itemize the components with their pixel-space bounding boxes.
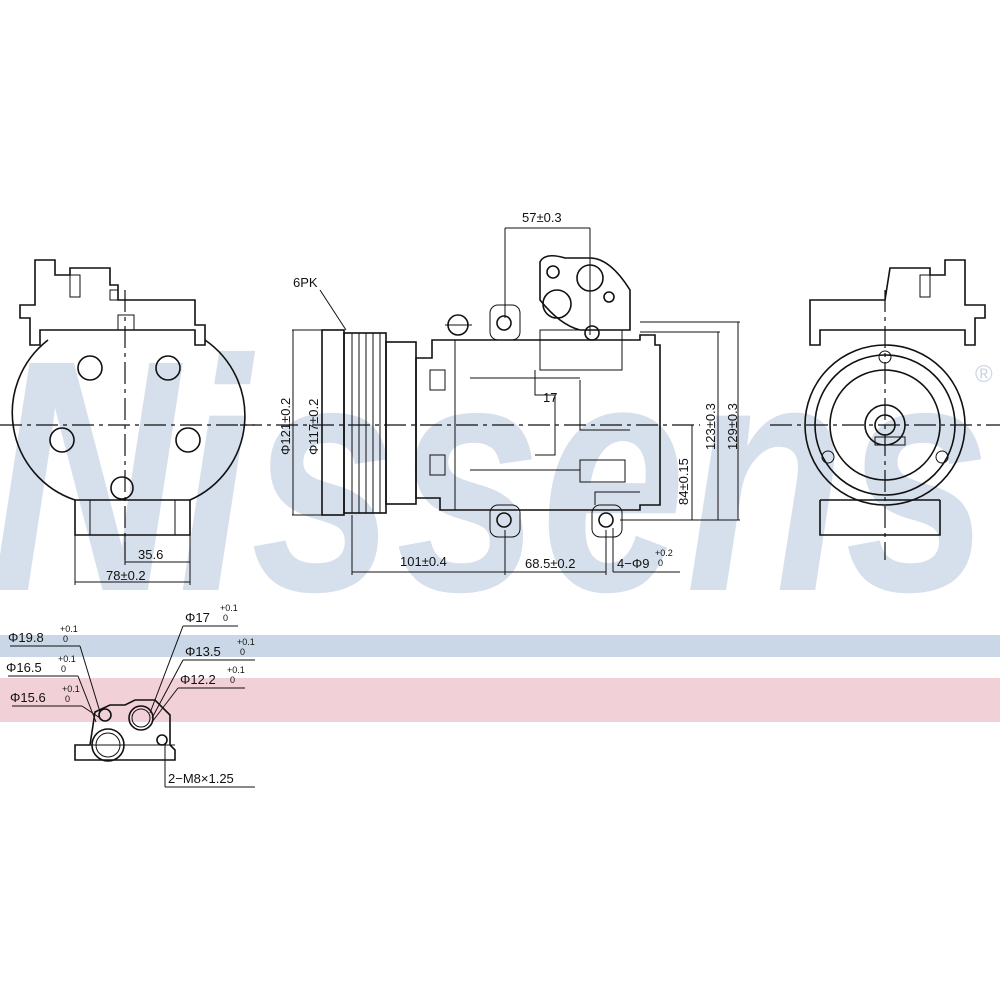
tol-top-phi9: +0.2 <box>655 548 673 558</box>
marker-17: 17 <box>543 390 557 405</box>
dim-35-6: 35.6 <box>138 547 163 562</box>
tol-bottom: 0 <box>230 675 235 685</box>
port-dim-16-5: Φ16.5 <box>6 660 42 675</box>
dim-phi117: Φ117±0.2 <box>306 399 321 455</box>
tol-top: +0.1 <box>227 665 245 675</box>
dim-78: 78±0.2 <box>106 568 146 583</box>
tol-bottom: 0 <box>240 647 245 657</box>
tol-top: +0.1 <box>237 637 255 647</box>
dim-phi121: Φ121±0.2 <box>278 398 293 455</box>
tol-top: +0.1 <box>60 624 78 634</box>
port-dim-15-6: Φ15.6 <box>10 690 46 705</box>
port-detail: Φ19.8 Φ16.5 Φ15.6 Φ17 Φ13.5 Φ12.2 +0.1 0… <box>6 603 255 788</box>
belt-label-6pk: 6PK <box>293 275 318 290</box>
tol-bottom: 0 <box>223 613 228 623</box>
tol-top: +0.1 <box>220 603 238 613</box>
tol-bottom: 0 <box>63 634 68 644</box>
thread-spec: 2−M8×1.25 <box>168 771 234 786</box>
port-dim-12-2: Φ12.2 <box>180 672 216 687</box>
watermark: Nissens ® <box>0 291 1000 722</box>
dim-68-5: 68.5±0.2 <box>525 556 576 571</box>
port-dim-17: Φ17 <box>185 610 210 625</box>
blue-band <box>0 635 1000 657</box>
tol-bottom: 0 <box>61 664 66 674</box>
dim-57: 57±0.3 <box>522 210 562 225</box>
watermark-logo: Nissens <box>0 291 990 660</box>
front-view: 35.6 78±0.2 <box>0 259 255 585</box>
dim-123: 123±0.3 <box>703 403 718 450</box>
dim-101: 101±0.4 <box>400 554 447 569</box>
side-view: 17 57±0.3 6PK Φ121±0.2 Φ117±0.2 123±0.3 … <box>240 210 740 575</box>
tol-top: +0.1 <box>62 684 80 694</box>
port-dim-19-8: Φ19.8 <box>8 630 44 645</box>
tol-bottom-phi9: 0 <box>658 558 663 568</box>
registered-mark: ® <box>975 361 993 388</box>
port-dim-13-5: Φ13.5 <box>185 644 221 659</box>
tol-top: +0.1 <box>58 654 76 664</box>
dim-84: 84±0.15 <box>676 458 691 505</box>
dim-129: 129±0.3 <box>725 403 740 450</box>
rear-view <box>770 259 1000 560</box>
tol-bottom: 0 <box>65 694 70 704</box>
dim-4-phi9: 4−Φ9 <box>617 556 649 571</box>
pink-band <box>0 678 1000 722</box>
